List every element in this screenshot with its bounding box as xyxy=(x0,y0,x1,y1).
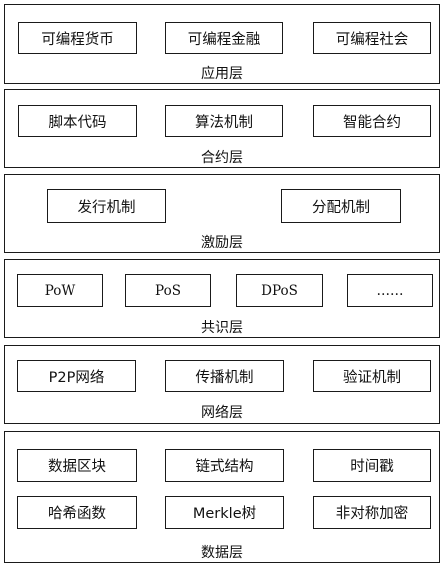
pow-box: PoW xyxy=(17,274,103,307)
programmable-society-box: 可编程社会 xyxy=(313,22,431,54)
incentive-layer-label: 激励层 xyxy=(201,235,243,251)
network-layer-label: 网络层 xyxy=(201,405,243,421)
contract-layer: 脚本代码 算法机制 智能合约 合约层 xyxy=(4,89,440,168)
issuance-mechanism-box: 发行机制 xyxy=(47,189,166,223)
asymmetric-encryption-box: 非对称加密 xyxy=(313,496,431,529)
application-layer-label: 应用层 xyxy=(201,66,243,82)
dpos-box: DPoS xyxy=(236,274,323,307)
contract-layer-label: 合约层 xyxy=(201,150,243,166)
application-layer: 可编程货币 可编程金融 可编程社会 应用层 xyxy=(4,4,440,84)
distribution-mechanism-box: 分配机制 xyxy=(281,189,401,223)
chain-structure-box: 链式结构 xyxy=(165,449,284,482)
programmable-finance-box: 可编程金融 xyxy=(165,22,283,54)
data-layer: 数据区块 链式结构 时间戳 哈希函数 Merkle树 非对称加密 数据层 xyxy=(4,431,440,563)
merkle-tree-box: Merkle树 xyxy=(165,496,284,529)
pos-box: PoS xyxy=(125,274,211,307)
hash-function-box: 哈希函数 xyxy=(17,496,137,529)
propagation-mechanism-box: 传播机制 xyxy=(165,360,284,392)
programmable-currency-box: 可编程货币 xyxy=(18,22,137,54)
algorithm-mechanism-box: 算法机制 xyxy=(165,105,283,137)
network-layer: P2P网络 传播机制 验证机制 网络层 xyxy=(4,345,440,424)
data-layer-label: 数据层 xyxy=(201,545,243,561)
ellipsis-box: …… xyxy=(347,274,433,307)
consensus-layer: PoW PoS DPoS …… 共识层 xyxy=(4,259,440,338)
data-block-box: 数据区块 xyxy=(17,449,137,482)
verification-mechanism-box: 验证机制 xyxy=(313,360,431,392)
timestamp-box: 时间戳 xyxy=(313,449,431,482)
p2p-network-box: P2P网络 xyxy=(17,360,136,392)
smart-contract-box: 智能合约 xyxy=(313,105,431,137)
incentive-layer: 发行机制 分配机制 激励层 xyxy=(4,174,440,253)
script-code-box: 脚本代码 xyxy=(18,105,137,137)
consensus-layer-label: 共识层 xyxy=(201,320,243,336)
